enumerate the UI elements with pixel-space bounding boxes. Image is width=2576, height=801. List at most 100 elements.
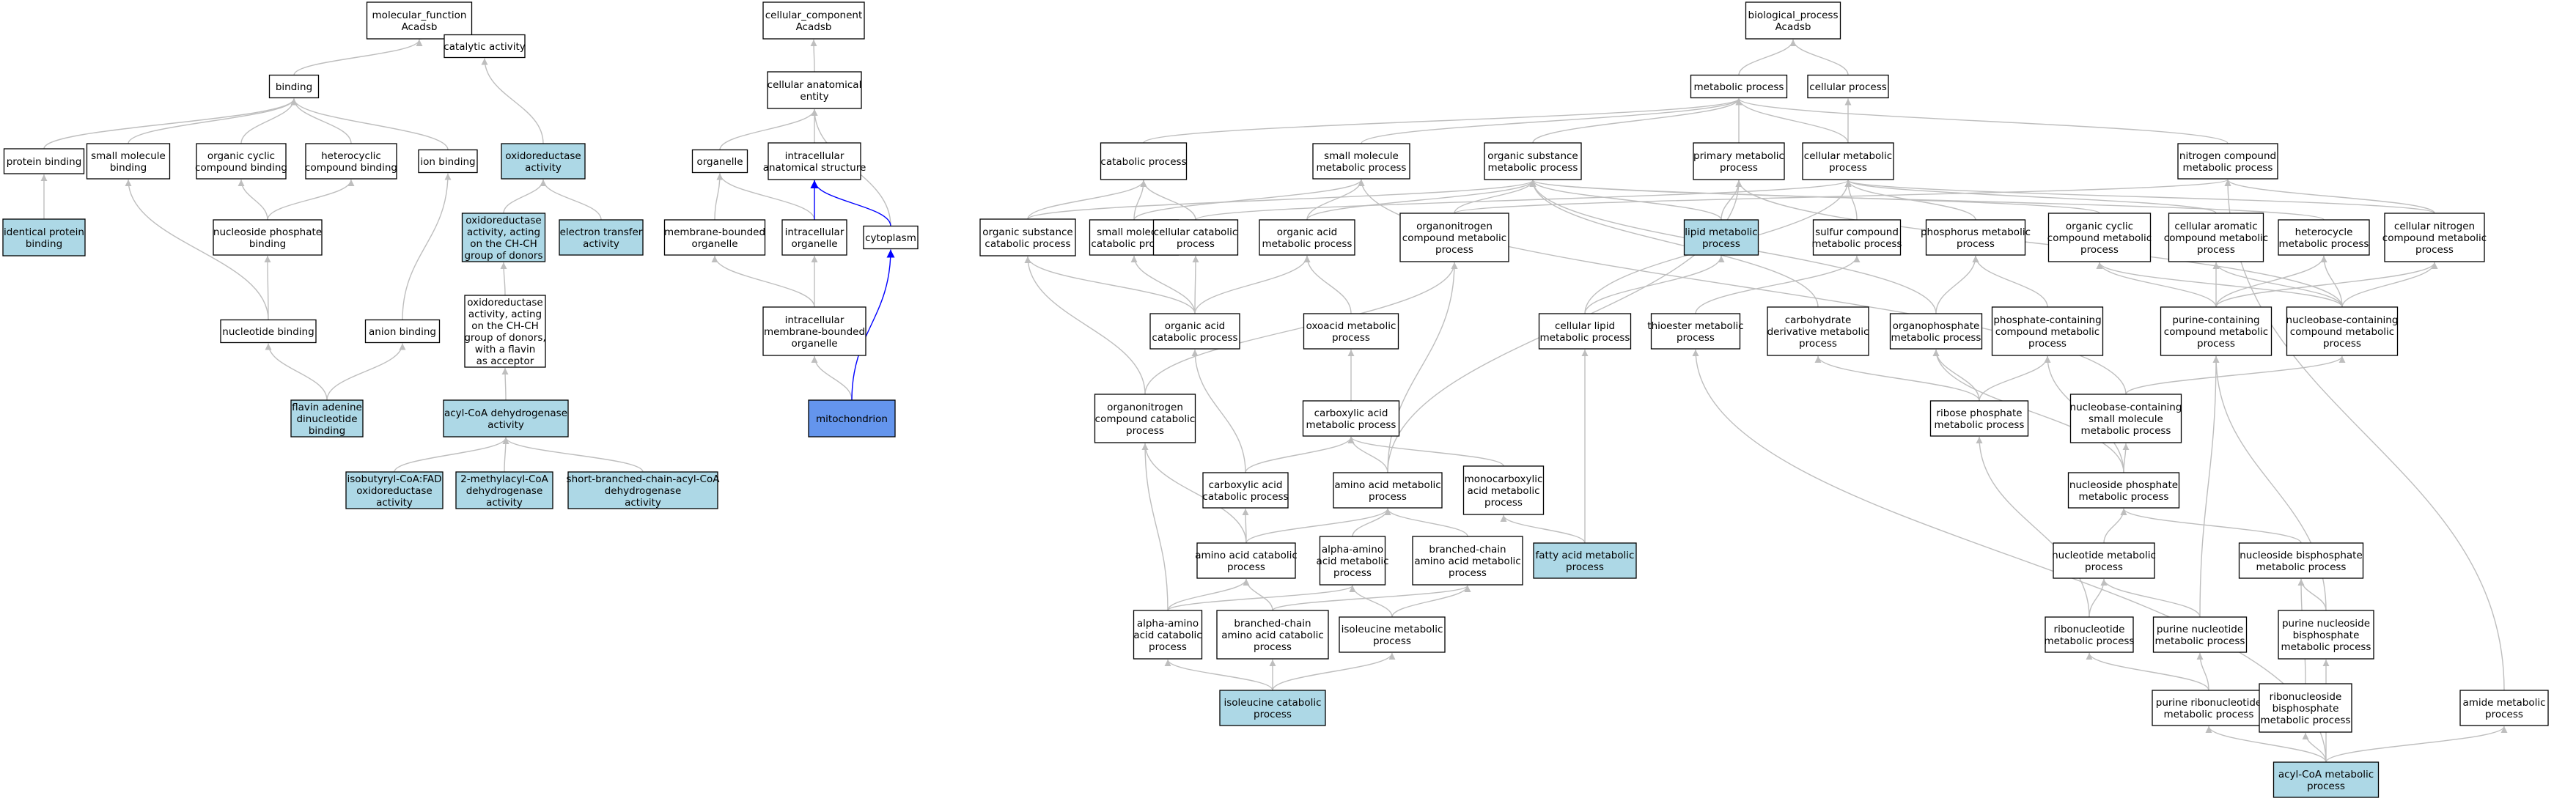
node-nt_binding[interactable]: nucleotide binding <box>220 319 317 344</box>
node-anion_binding[interactable]: anion binding <box>364 319 441 344</box>
node-metabolic[interactable]: metabolic process <box>1690 74 1788 99</box>
node-ion_binding[interactable]: ion binding <box>418 149 478 174</box>
node-sbcad[interactable]: short-branched-chain-acyl-CoAdehydrogena… <box>567 471 721 509</box>
node-protein_binding[interactable]: protein binding <box>3 148 85 174</box>
node-label-line: dehydrogenase <box>605 485 682 497</box>
node-box <box>1149 313 1240 350</box>
node-organelle[interactable]: organelle <box>691 149 748 174</box>
edge-alpha_catabolic-to-orgN_catabolic <box>1141 443 1169 611</box>
node-box <box>1333 472 1443 509</box>
edge-isoleucine_metabolic-to-alpha_metabolic <box>1349 585 1393 618</box>
node-box <box>1889 313 1983 350</box>
node-catalytic[interactable]: catalytic activity <box>444 34 526 59</box>
node-label-line: cellular catabolic <box>1154 226 1238 238</box>
edge-aac-to-orgN_catabolic <box>1141 443 1247 544</box>
node-label-line: purine ribonucleotide <box>2156 697 2262 709</box>
node-box <box>1100 142 1188 180</box>
node-cytoplasm[interactable]: cytoplasm <box>863 225 919 250</box>
edge-alpha_metabolic-to-aam <box>1352 508 1391 537</box>
node-binding[interactable]: binding <box>268 74 320 99</box>
node-label-line: Acadsb <box>796 21 832 33</box>
node-mitochondrion[interactable]: mitochondrion <box>808 399 896 438</box>
node-catabolic[interactable]: catabolic process <box>1100 142 1188 180</box>
node-label-line: heterocycle <box>2295 226 2353 238</box>
edge-bcaa_metabolic-to-aam <box>1384 508 1468 537</box>
edge-orgN_catabolic-to-orgN_metabolic <box>1144 262 1458 395</box>
node-cellular_process[interactable]: cellular process <box>1807 74 1889 99</box>
node-label-line: organelle <box>691 238 737 250</box>
